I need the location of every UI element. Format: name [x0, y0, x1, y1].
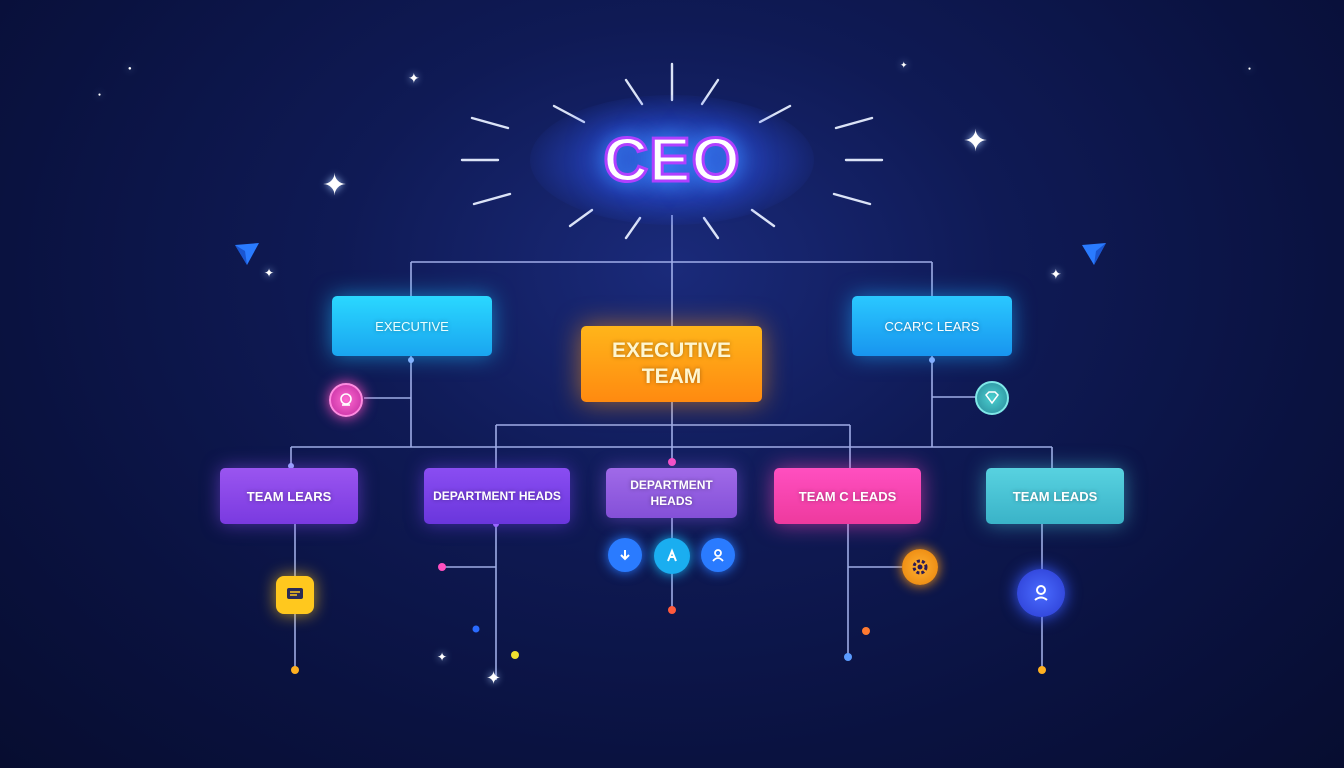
node-executive-team-line2: TEAM — [641, 365, 702, 388]
robot-head-icon — [329, 383, 363, 417]
node-department-heads-1[interactable]: DEPARTMENT HEADS — [424, 468, 570, 524]
paper-plane-icon — [233, 241, 261, 267]
arrow-down-icon — [608, 538, 642, 572]
diamond-icon — [975, 381, 1009, 415]
node-executive-team[interactable]: EXECUTIVE TEAM — [581, 326, 762, 402]
sparkle-icon: ✦ — [264, 266, 275, 280]
person-pin-icon — [1017, 569, 1065, 617]
node-board-leads[interactable]: CCAR'C LEARS — [852, 296, 1012, 356]
node-department-heads-2-line1: DEPARTMENT — [630, 478, 713, 492]
chat-bubble-icon — [276, 576, 314, 614]
sparkle-icon: ✦ — [437, 650, 448, 664]
gear-icon — [902, 549, 938, 585]
node-department-heads-2-line2: HEADS — [650, 494, 693, 508]
node-team-lears[interactable]: TEAM LEARS — [220, 468, 358, 524]
person-icon — [701, 538, 735, 572]
sparkle-icon: ● — [1248, 66, 1252, 72]
ceo-node[interactable]: CEO — [602, 124, 741, 196]
ceo-glow — [530, 95, 814, 225]
node-executive-team-line1: EXECUTIVE — [611, 339, 732, 362]
sparkle-icon: ✦ — [408, 70, 420, 86]
node-department-heads-2[interactable]: DEPARTMENT HEADS — [606, 468, 737, 518]
sparkle-icon: ● — [98, 92, 102, 98]
node-executive[interactable]: EXECUTIVE — [332, 296, 492, 356]
sparkle-icon: ✦ — [963, 125, 989, 158]
sparkle-icon: ✦ — [322, 169, 348, 202]
arrow-up-icon — [654, 538, 690, 574]
sparkle-icon: ● — [128, 66, 132, 72]
node-team-leads[interactable]: TEAM LEADS — [986, 468, 1124, 524]
paper-plane-icon — [1080, 241, 1108, 267]
sparkle-icon: ✦ — [900, 60, 908, 70]
sparkle-icon: ✦ — [1050, 266, 1062, 282]
node-team-c-leads[interactable]: TEAM C LEADS — [774, 468, 921, 524]
sparkle-icon: ✦ — [486, 668, 502, 688]
